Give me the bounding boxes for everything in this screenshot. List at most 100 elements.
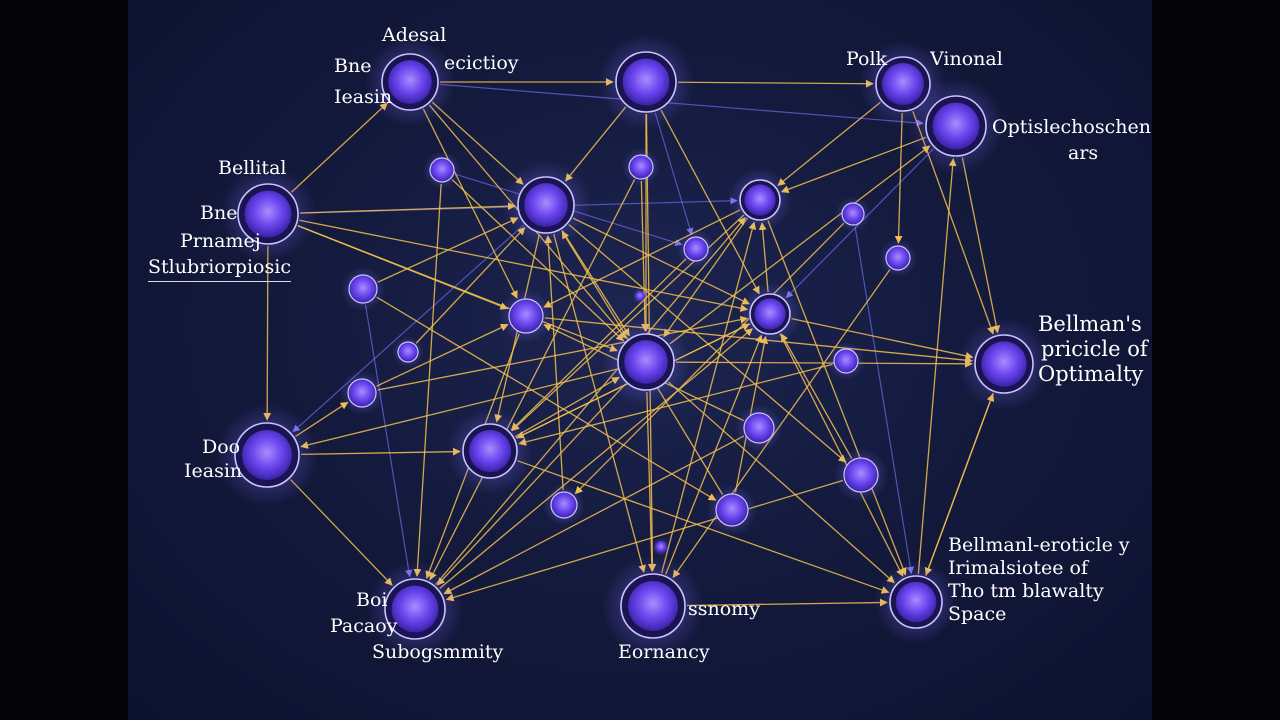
edge-AC-D	[917, 158, 957, 575]
edge-E-U	[263, 245, 272, 421]
label-bottom-left-c: Subogsmmity	[372, 641, 504, 663]
node-G	[728, 168, 792, 232]
label-top-left-c: ecictioy	[444, 52, 519, 74]
edge-Q-U	[300, 368, 618, 449]
label-top-left-b: Ieasin	[334, 86, 393, 108]
edge-F-X	[568, 224, 847, 463]
node-Q	[601, 317, 691, 407]
edge-AC-S	[925, 393, 995, 576]
label-right-mid-c: Optimalty	[1038, 362, 1144, 386]
edge-F-U	[292, 224, 525, 433]
edge-G-AC	[767, 220, 907, 576]
edge-O-S	[791, 317, 974, 360]
edge-U-V	[300, 447, 461, 456]
edge-M-F	[377, 217, 519, 283]
label-right-lower-d: Space	[948, 603, 1007, 625]
edge-AB-AC	[686, 598, 888, 607]
edge-E-A	[290, 102, 388, 193]
edge-W-AA	[443, 435, 745, 595]
node-L	[676, 229, 716, 269]
edge-R-V	[518, 363, 833, 446]
node-AC	[874, 560, 958, 644]
label-bottom-left-a: Boi	[356, 589, 388, 611]
edge-B-L	[654, 112, 694, 236]
node-AB	[601, 554, 705, 658]
label-bottom-mid-a: Eornancy	[618, 641, 710, 663]
edge-F-Q	[561, 229, 630, 337]
node-W	[735, 404, 783, 452]
label-bottom-left-b: Pacaoy	[330, 615, 398, 637]
node-N	[498, 288, 554, 344]
node-H	[422, 150, 462, 190]
node-D	[908, 78, 1004, 174]
label-left-lower-b: Ieasin	[184, 460, 243, 482]
label-bottom-mid-b: ssnomy	[688, 598, 760, 620]
edge-M-Z	[376, 296, 717, 501]
node-O	[738, 282, 802, 346]
edge-F-AB	[553, 233, 646, 573]
node-P	[392, 336, 424, 368]
label-top-right-d: ars	[1068, 142, 1099, 164]
label-right-mid-b: pricicle of	[1041, 337, 1148, 361]
node-S	[957, 317, 1051, 411]
node-T	[339, 370, 385, 416]
label-top-right-b: Vinonal	[930, 48, 1003, 70]
edge-Y-F	[544, 235, 564, 491]
node-AA	[367, 561, 463, 657]
edge-J-Y	[574, 222, 845, 495]
edge-J-AC	[854, 226, 914, 575]
edge-Q-D	[669, 145, 931, 345]
node-U	[215, 403, 319, 507]
edge-I-Q	[640, 180, 649, 332]
edge-O-AC	[779, 333, 904, 577]
label-top-right-a: Polk	[846, 48, 888, 70]
label-left-upper-d: Stlubriorpiosic	[148, 256, 291, 282]
edge-Q-AB	[646, 391, 656, 572]
node-I	[621, 147, 661, 187]
node-Z	[706, 484, 758, 536]
label-top-left-title: Adesal	[382, 24, 447, 46]
node-A	[365, 37, 455, 127]
label-right-lower-a: Bellmanl-eroticle y	[948, 534, 1130, 556]
node-F	[501, 160, 591, 250]
edge-AB-O	[665, 334, 763, 575]
edge-D-S	[961, 157, 1001, 334]
edge-X-O	[780, 333, 853, 459]
label-left-upper-b: Bne	[200, 202, 238, 224]
edge-Q-AA	[437, 383, 626, 586]
edge-F-O	[572, 217, 751, 305]
edge-M-AA	[364, 304, 413, 578]
node-K	[878, 238, 918, 278]
edge-AA-G	[435, 216, 746, 585]
edge-E-O	[299, 219, 749, 312]
network-graph	[215, 34, 1051, 658]
node-X	[833, 447, 889, 503]
node-R	[826, 341, 866, 381]
node-AD	[632, 288, 648, 304]
label-right-lower-b: Irimalsiotee of	[948, 557, 1088, 579]
label-top-left-a: Bne	[334, 55, 372, 77]
label-left-upper-c: Prnamej	[180, 230, 261, 252]
edge-P-F	[415, 227, 526, 344]
edge-G-N	[543, 209, 741, 308]
edge-X-AA	[445, 479, 843, 602]
edge-A-F	[431, 101, 524, 185]
edge-T-N	[376, 323, 509, 387]
edge-H-Q	[451, 179, 624, 342]
edge-I-AA	[429, 179, 636, 581]
edge-O-G	[758, 222, 769, 293]
node-B	[598, 34, 694, 130]
edge-T-O	[377, 315, 749, 391]
diagram-canvas: Adesal Bne Ieasin ecictioy Polk Vinonal …	[128, 0, 1152, 720]
edge-C-G	[777, 101, 881, 187]
node-J	[835, 196, 871, 232]
label-right-lower-c: Tho tm blawalty	[948, 580, 1104, 602]
node-V	[446, 407, 534, 495]
edge-AB-G	[661, 221, 757, 574]
edge-A-N	[422, 108, 518, 299]
edge-B-C	[677, 79, 874, 88]
edge-D-G	[780, 136, 927, 194]
edge-V-AC	[517, 460, 890, 594]
edge-AA-O	[439, 328, 753, 590]
edge-E-F	[299, 202, 516, 214]
